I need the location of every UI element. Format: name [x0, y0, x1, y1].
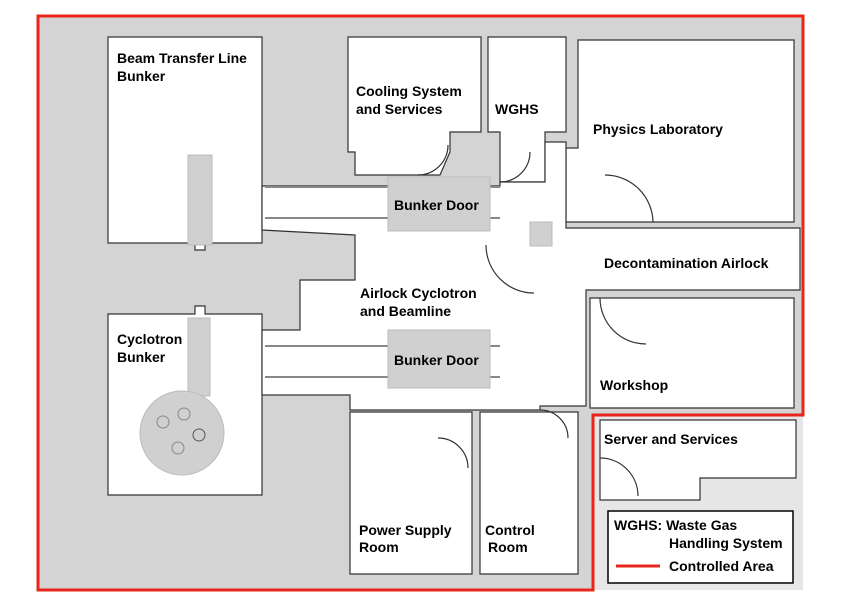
door-workshop: [599, 297, 647, 345]
physics-laboratory-room: [565, 39, 795, 223]
door-cooling: [417, 144, 449, 176]
equipment-block: [529, 221, 553, 247]
legend-controlled-area: Controlled Area: [669, 558, 774, 574]
label-airlock-beamline: and Beamline: [360, 303, 451, 319]
cyclotron-port: [177, 407, 191, 421]
door-physics-lab: [604, 174, 654, 223]
label-wghs: WGHS: [495, 101, 539, 117]
controlled-area-boundary: [36, 14, 805, 592]
label-control-room: Room: [488, 539, 528, 555]
label-power-supply-room: Room: [359, 539, 399, 555]
label-server-services: Server and Services: [604, 431, 738, 447]
label-airlock-cyclotron: Airlock Cyclotron: [360, 285, 477, 301]
door-wghs: [499, 151, 531, 183]
door-power-supply: [437, 437, 469, 469]
label-control: Control: [485, 522, 535, 538]
cyclotron-port: [192, 428, 206, 442]
control-room: [479, 411, 579, 575]
bunker-door-lower: [387, 329, 491, 389]
label-beam-transfer-line: Beam Transfer Line: [117, 50, 247, 66]
door-control: [539, 409, 569, 439]
door-airlock: [485, 244, 535, 294]
legend-box: [607, 510, 794, 584]
label-beam-transfer-bunker: Bunker: [117, 68, 166, 84]
cyclotron-port: [156, 415, 170, 429]
beam-transport-equipment: [187, 154, 213, 246]
label-cooling-system: Cooling System: [356, 83, 462, 99]
label-cooling-services: and Services: [356, 101, 443, 117]
label-cyclotron: Cyclotron: [117, 331, 182, 347]
label-bunker-door-upper: Bunker Door: [394, 197, 479, 213]
label-power-supply: Power Supply: [359, 522, 452, 538]
beam-transport-equipment: [187, 317, 211, 397]
workshop-room: [589, 297, 795, 409]
legend-wghs-line1: WGHS: Waste Gas: [614, 517, 737, 533]
cooling-system-room: [347, 36, 482, 176]
legend-wghs-line2: Handling System: [669, 535, 783, 551]
cyclotron-port: [171, 441, 185, 455]
label-physics-laboratory: Physics Laboratory: [593, 121, 723, 137]
label-bunker-door-lower: Bunker Door: [394, 352, 479, 368]
label-decontamination-airlock: Decontamination Airlock: [604, 255, 769, 271]
bunker-door-upper: [387, 176, 491, 232]
label-cyclotron-bunker: Bunker: [117, 349, 166, 365]
server-room: [599, 419, 797, 501]
cyclotron: [139, 390, 225, 476]
door-server: [599, 457, 639, 497]
power-supply-room: [349, 411, 473, 575]
legend: WGHS: Waste Gas Handling System Controll…: [607, 510, 794, 584]
label-workshop: Workshop: [600, 377, 668, 393]
